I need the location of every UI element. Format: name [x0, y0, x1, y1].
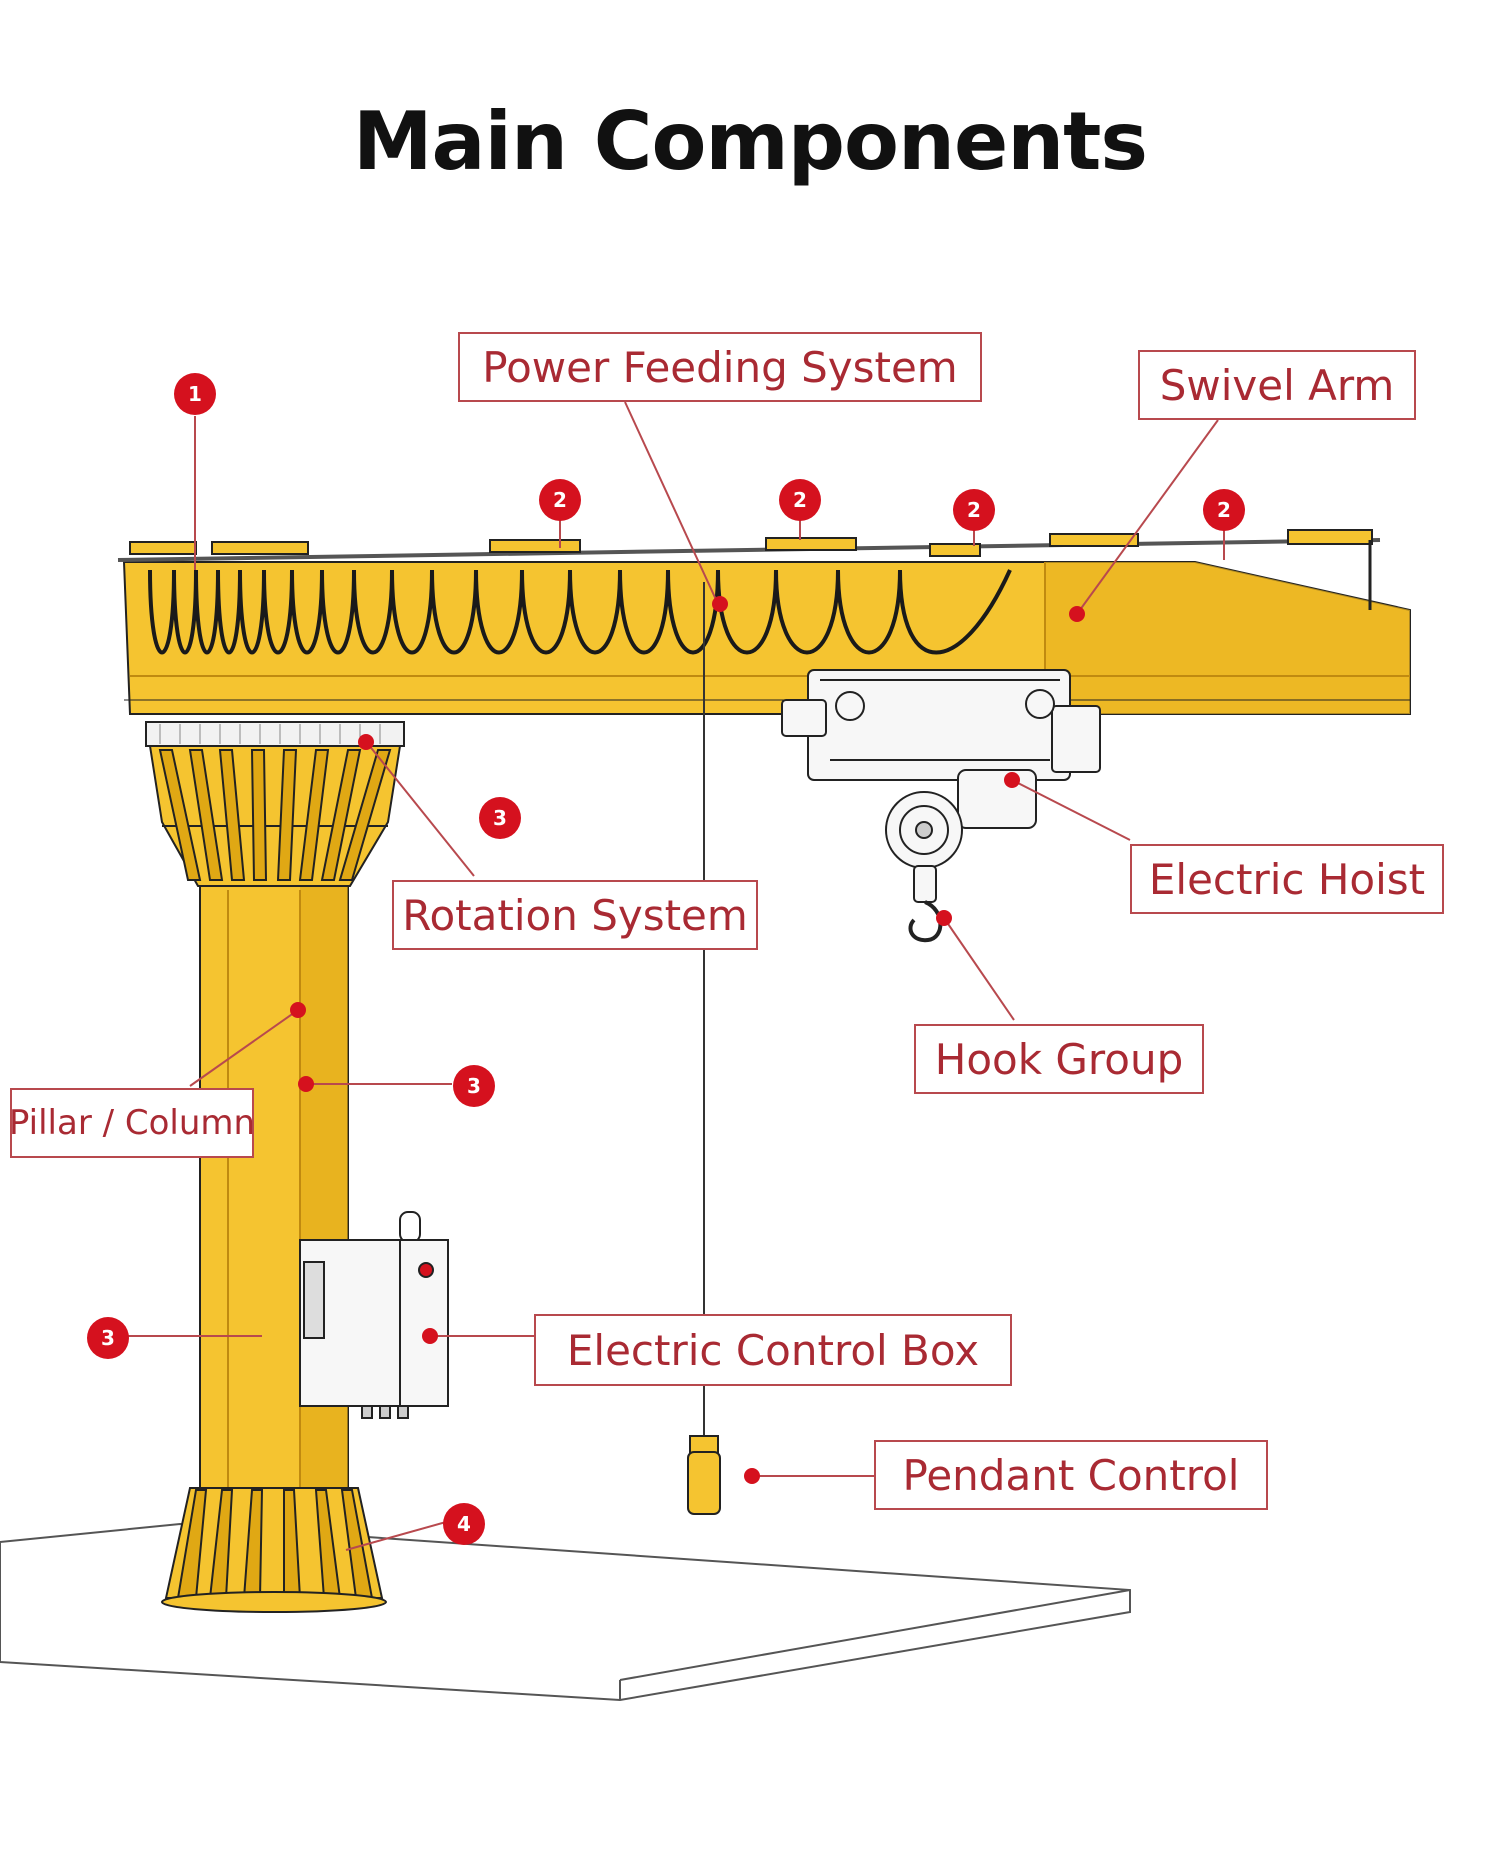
hook-block	[908, 865, 943, 943]
power-cable-coils	[148, 569, 1012, 655]
badge-3: 3	[479, 797, 521, 839]
svg-text:3: 3	[493, 806, 507, 830]
label-pendant-control: Pendant Control	[874, 1440, 1268, 1510]
label-hook-group: Hook Group	[914, 1024, 1204, 1094]
badge-2: 2	[539, 479, 581, 521]
electric-hoist-unit	[781, 669, 1101, 869]
svg-text:4: 4	[457, 1512, 471, 1536]
svg-text:2: 2	[793, 488, 807, 512]
label-pillar-column: Pillar / Column	[9, 1088, 255, 1158]
label-electric-hoist: Electric Hoist	[1130, 844, 1444, 914]
base-flange	[161, 1487, 387, 1613]
badge-3: 3	[87, 1317, 129, 1359]
badge-2: 2	[1203, 489, 1245, 531]
label-swivel-arm: Swivel Arm	[1138, 350, 1416, 420]
label-power-feeding-system: Power Feeding System	[458, 332, 982, 402]
badge-2: 2	[953, 489, 995, 531]
svg-text:3: 3	[101, 1326, 115, 1350]
pendant-control-unit	[687, 1435, 721, 1515]
page-title: Main Components	[352, 95, 1148, 188]
svg-text:2: 2	[967, 498, 981, 522]
badge-2: 2	[779, 479, 821, 521]
column-head	[145, 721, 405, 887]
pillar-column	[199, 879, 349, 1541]
svg-text:2: 2	[1217, 498, 1231, 522]
badge-3: 3	[453, 1065, 495, 1107]
label-rotation-system: Rotation System	[392, 880, 758, 950]
leader-dots	[290, 596, 1085, 1484]
floor-slab	[0, 1522, 1131, 1702]
electric-control-box-unit	[299, 1211, 449, 1419]
leader-lines	[120, 401, 1225, 1551]
swivel-arm-beam	[117, 529, 1411, 715]
svg-text:3: 3	[467, 1074, 481, 1098]
svg-text:2: 2	[553, 488, 567, 512]
badge-1: 1	[174, 373, 216, 415]
label-electric-control-box: Electric Control Box	[534, 1314, 1012, 1386]
badge-4: 4	[443, 1503, 485, 1545]
svg-text:1: 1	[188, 382, 202, 406]
